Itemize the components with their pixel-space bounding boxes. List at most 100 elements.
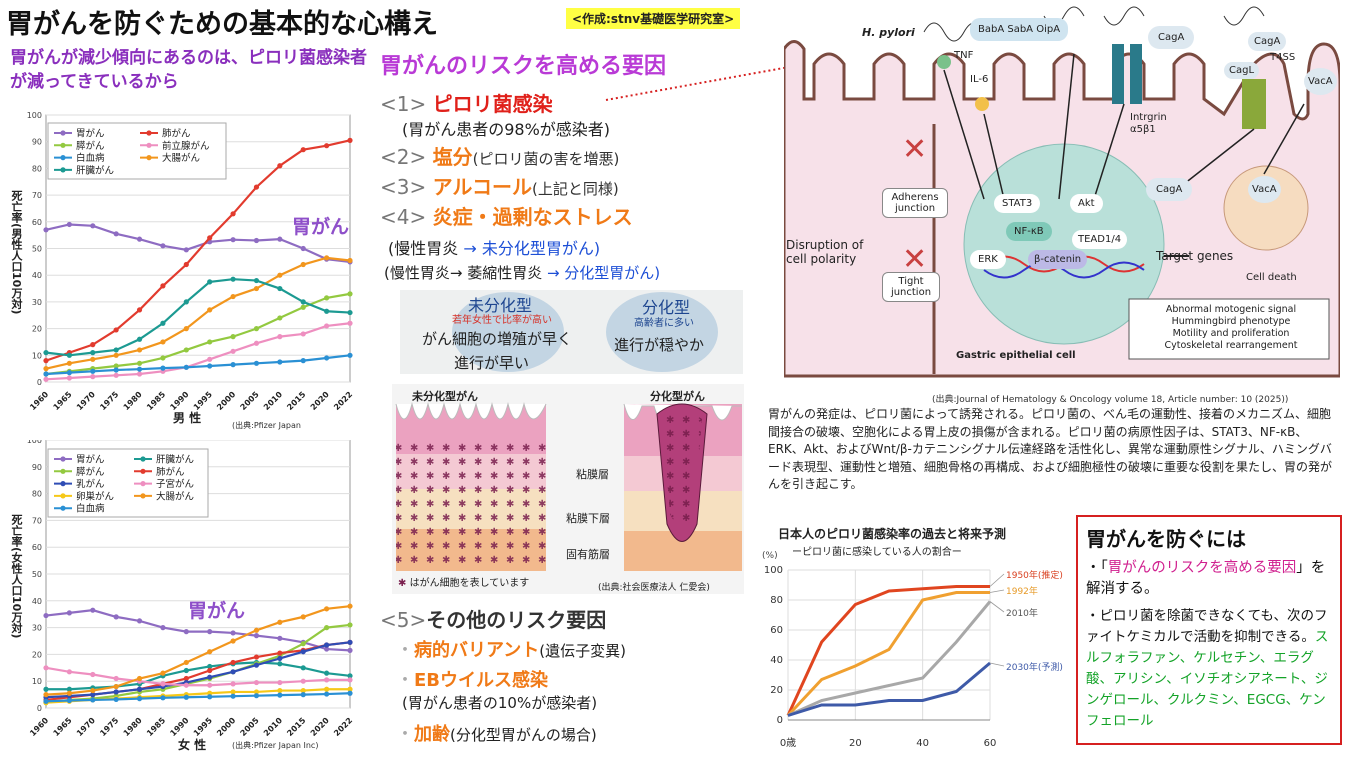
data-point [43,698,49,704]
label-leader [989,662,1005,667]
data-point [90,687,96,694]
legend-marker [60,481,66,487]
data-point [183,682,189,688]
prev-1a: ・「 [1086,560,1108,576]
legend-label: 大腸がん [156,490,194,502]
data-point [347,352,353,358]
data-point [230,689,236,695]
fig-baba: BabA SabA OipA [970,18,1069,41]
y-tick-label: 40 [32,597,42,606]
series-line [45,666,350,687]
factor-3-num: <3> [380,175,427,199]
fig-vaca-top: VacA [1304,68,1337,95]
data-point [136,686,143,692]
x-tick-label: 2000 [215,716,237,738]
legend-box [47,448,209,518]
type-comparison-box: 未分化型 若年女性で比率が高い がん細胞の増殖が早く 進行が早い 分化型 高齢者… [400,290,743,374]
legend-label: 子宮がん [156,478,194,490]
series-line [45,256,351,370]
data-point [136,347,143,353]
data-point [113,352,119,358]
y-tick-label: 30 [32,624,42,633]
chain-1b: → 未分化型胃がん) [458,239,601,258]
data-point [230,630,236,636]
fig-erk: ERK [970,250,1006,269]
y-tick-label: 50 [32,245,42,254]
y-tick-label: 70 [32,191,42,200]
data-point [277,650,283,656]
data-point [207,307,213,313]
fig-cagl: CagL [1224,62,1260,79]
data-point [277,661,283,667]
data-point [300,692,306,698]
label-leader [989,589,1005,593]
x-tick-label: 1975 [98,716,120,738]
data-point [253,679,260,686]
fig-source: (出典:Journal of Hematology & Oncology vol… [932,395,1289,405]
y-tick-label: 10 [32,351,42,360]
diff-ellipse [606,292,718,372]
y-tick-label: 20 [770,685,783,696]
x-tick-label: 1975 [98,390,120,412]
data-point [277,315,283,321]
x-tick-label: 2020 [309,716,331,738]
data-point [113,614,119,620]
fig-a5b1: α5β1 [1130,124,1156,135]
series-label: 1992年 [1006,585,1038,597]
data-point [43,358,49,364]
series-line [45,322,351,381]
fig-celldeath: Cell death [1246,272,1297,283]
data-point [253,662,260,668]
x-tick-label: 1985 [145,716,167,738]
data-point [113,231,119,237]
data-point [230,669,236,675]
y-tick-label: 60 [770,625,783,636]
other-item-1: ・病的バリアント(遺伝子変異) [396,640,626,661]
prev-2: ・ピロリ菌を除菌できなくても、次のファイトケミカルで活動を抑制できる。 [1086,608,1328,645]
fig-effects: Abnormal motogenic signal Hummingbird ph… [1164,304,1298,351]
data-point [66,697,72,704]
data-point [160,695,166,701]
data-point [136,360,143,366]
label-leader [989,601,1005,613]
hist-left-title: 未分化型がん [412,390,478,403]
x-tick-label: 1980 [122,390,144,412]
risk-heading: 胃がんのリスクを高める要因 [380,54,667,79]
data-point [347,686,353,692]
data-point [347,673,353,679]
chain-2: (慢性胃炎→ 萎縮性胃炎 → 分化型胃がん) [384,262,660,283]
data-point [160,243,166,249]
data-point [277,334,283,340]
hist-legend: ✱ はがん細胞を表しています [398,574,529,589]
legend-label: 膵がん [76,140,105,152]
data-point [113,367,119,373]
data-point [183,326,189,332]
legend-label: 肺がん [156,466,185,478]
y-tick-label: 80 [32,490,42,499]
data-point [347,137,353,143]
data-point [300,331,306,337]
fig-target: Target genes [1156,249,1234,263]
data-point [207,663,213,670]
factor-4: <4> 炎症・過剰なストレス [380,201,633,230]
other-heading-text: その他のリスク要因 [426,608,607,632]
chain-1a: (慢性胃炎 [388,239,459,258]
legend-marker [60,130,66,136]
series-label: 2010年 [1006,607,1038,619]
factor-1-name: ピロリ菌感染 [432,92,553,116]
data-point [277,285,283,292]
data-point [277,272,283,278]
legend-label: 大腸がん [162,152,200,164]
factor-4-num: <4> [380,205,427,229]
factor-2-num: <2> [380,145,427,169]
y-tick-label: 40 [770,655,783,666]
data-point [230,659,236,666]
fig-gastric: Gastric epithelial cell [956,350,1076,361]
svg-text:✕: ✕ [902,132,927,167]
data-point [300,358,306,364]
data-point [183,347,189,353]
data-point [300,261,306,268]
series-label: 1950年(推定) [1006,569,1063,581]
data-point [253,689,260,695]
data-point [43,686,49,692]
